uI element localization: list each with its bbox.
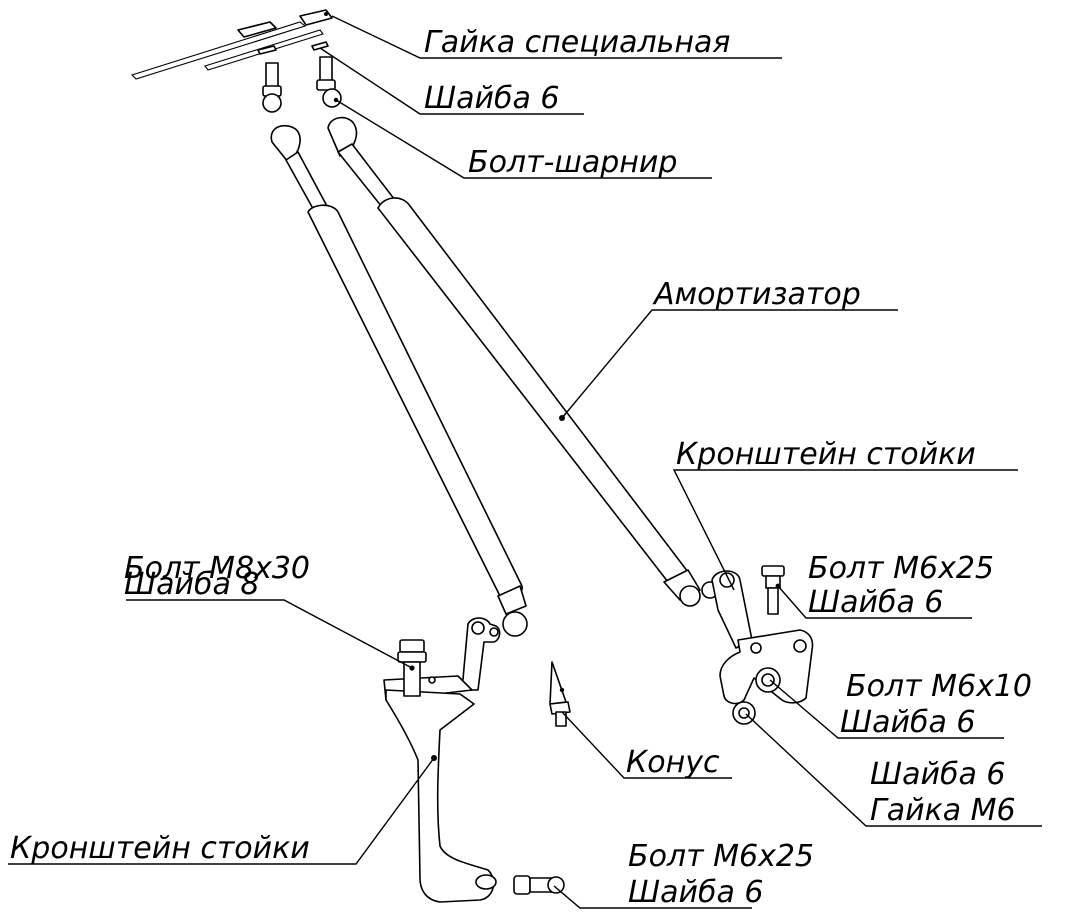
label-bracket-right: Кронштейн стойки xyxy=(676,437,976,472)
ball-bolt-left xyxy=(262,62,282,113)
label-bolt-m6x25-bottom: Болт М6х25 xyxy=(628,839,814,874)
label-ball-bolt: Болт-шарнир xyxy=(468,145,677,180)
nut-m6 xyxy=(732,701,756,725)
bonnet-panel-fragment xyxy=(130,21,324,80)
label-nut-m6: Гайка М6 xyxy=(870,793,1016,828)
washer-top-right xyxy=(311,41,329,51)
bolt-m6x25-bottom xyxy=(513,875,565,895)
bolt-m6x10-washer xyxy=(755,667,781,693)
label-bolt-m6x25-right: Болт М6х25 xyxy=(808,551,994,586)
washer-top-left xyxy=(257,45,277,55)
special-nut-right xyxy=(299,9,333,26)
ball-bolt-right xyxy=(316,56,342,108)
label-special-nut: Гайка специальная xyxy=(424,25,730,60)
label-shock-absorber: Амортизатор xyxy=(652,277,861,312)
gas-strut-left xyxy=(270,124,528,637)
label-cone: Конус xyxy=(626,745,720,780)
label-washer-6-bottom: Шайба 6 xyxy=(628,875,763,910)
gas-strut-right xyxy=(327,116,719,607)
label-bracket-left: Кронштейн стойки xyxy=(10,831,310,866)
bracket-right xyxy=(711,570,814,705)
label-washer-8: Шайба 8 xyxy=(124,567,259,602)
bolt-m8x30 xyxy=(397,639,427,697)
label-washer-6-mid2: Шайба 6 xyxy=(870,757,1005,792)
label-bolt-m6x10: Болт М6х10 xyxy=(846,669,1032,704)
label-washer-6-right: Шайба 6 xyxy=(808,585,943,620)
label-bolt-m8x30: Болт М8х30 xyxy=(124,551,310,586)
special-nut-left xyxy=(237,21,277,38)
label-washer-6-top: Шайба 6 xyxy=(424,81,559,116)
label-washer-6-mid: Шайба 6 xyxy=(840,705,975,740)
bolt-m6x25-right xyxy=(761,565,785,615)
cone-part xyxy=(549,661,571,727)
leader-lines xyxy=(8,15,1042,909)
